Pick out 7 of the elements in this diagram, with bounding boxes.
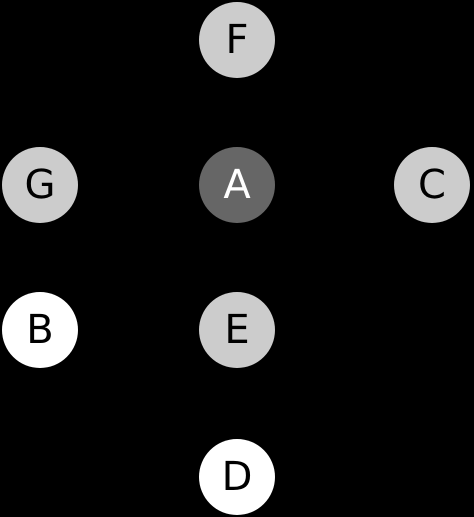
node-label: A [223,165,251,205]
node-label: C [418,165,446,205]
node-label: B [26,310,54,350]
node-label: E [224,310,250,350]
node-label: D [222,457,252,497]
node-label: F [225,20,248,60]
node-label: G [24,165,56,205]
